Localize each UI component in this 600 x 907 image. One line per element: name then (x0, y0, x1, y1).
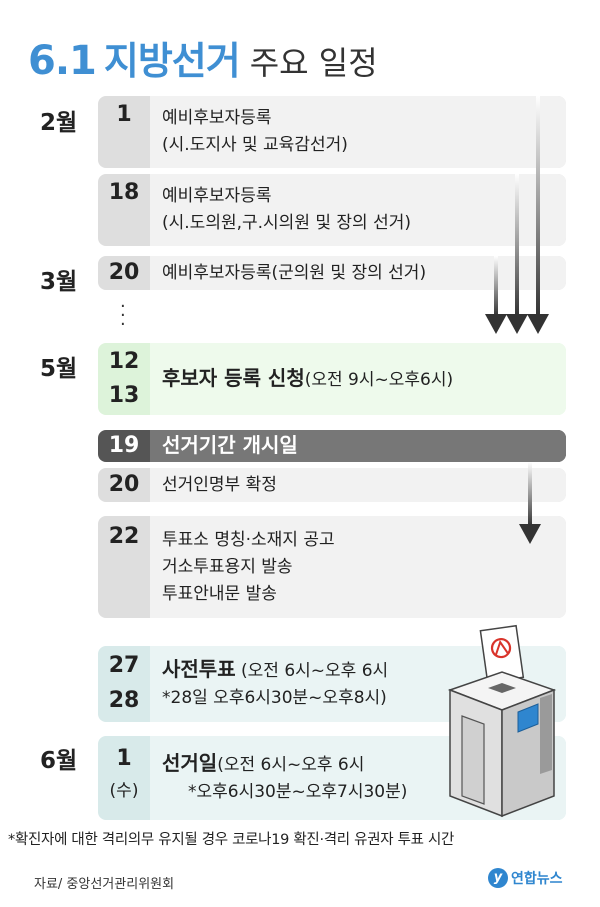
event-time: (오전 6시~오후 6시 (217, 755, 365, 775)
day-number: 28 (108, 688, 140, 713)
arrow-shaft (536, 96, 540, 316)
title-main: 지방선거 (103, 39, 241, 83)
event-note: *28일 오후6시30분~오후8시) (162, 688, 387, 708)
month-feb: 2월 (40, 110, 78, 136)
down-arrow-icon (506, 314, 528, 334)
event-title: 사전투표 (162, 657, 236, 681)
source-credit: 자료/ 중앙선거관리위원회 (34, 877, 175, 892)
logo-text: 연합뉴스 (511, 871, 563, 887)
day-number: 13 (108, 383, 140, 408)
day-number: 22 (108, 524, 140, 549)
down-arrow-icon (519, 524, 541, 544)
event-title: 후보자 등록 신청 (162, 365, 305, 390)
ballot-box-icon (447, 624, 557, 818)
event-time: (오전 6시~오후 6시 (235, 661, 389, 681)
event-line: 예비후보자등록(군의원 및 장의 선거) (162, 262, 427, 283)
event-line: 예비후보자등록 (162, 186, 272, 206)
schedule-row-may19: 19 선거기간 개시일 (98, 430, 566, 462)
event-line: 투표소 명칭·소재지 공고 (162, 529, 335, 550)
event-line: 선거인명부 확정 (162, 474, 277, 495)
event-time: (오전 9시~오후6시) (304, 369, 454, 390)
day-number: 1 (116, 102, 132, 127)
footnote: *확진자에 대한 격리의무 유지될 경우 코로나19 확진·격리 유권자 투표 … (8, 832, 455, 848)
schedule-row-may20: 20 선거인명부 확정 (98, 468, 566, 502)
down-arrow-icon (485, 314, 507, 334)
event-title: 선거일 (162, 751, 218, 775)
day-weekday: (수) (109, 781, 139, 801)
ellipsis-vertical: · · · (120, 296, 126, 335)
event-line: 거소투표용지 발송 (162, 556, 293, 577)
month-may: 5월 (40, 356, 78, 382)
day-number: 20 (108, 260, 140, 285)
day-number: 20 (108, 472, 140, 497)
title-sub: 주요 일정 (249, 44, 378, 82)
day-number: 27 (108, 653, 140, 678)
page-title: 6.1 지방선거 주요 일정 (28, 30, 378, 84)
event-note: *오후6시30분~오후7시30분) (188, 782, 408, 802)
arrow-shaft (528, 462, 532, 526)
day-number: 12 (108, 349, 140, 374)
day-number: 18 (108, 180, 140, 205)
yonhap-logo: y 연합뉴스 (488, 868, 563, 888)
month-jun: 6월 (40, 748, 78, 774)
day-number: 1 (116, 746, 132, 771)
day-number: 19 (108, 433, 140, 458)
schedule-row-feb1: 1 예비후보자등록 (시.도지사 및 교육감선거) (98, 96, 566, 168)
schedule-row-may12: 12 13 후보자 등록 신청(오전 9시~오후6시) (98, 343, 566, 415)
event-line: (시.도지사 및 교육감선거) (162, 135, 348, 155)
down-arrow-icon (527, 314, 549, 334)
title-number: 6.1 (28, 38, 97, 84)
schedule-row-feb18: 18 예비후보자등록 (시.도의원,구.시의원 및 장의 선거) (98, 174, 566, 246)
arrow-shaft (515, 174, 519, 316)
event-line: 예비후보자등록 (162, 108, 272, 128)
schedule-row-may22: 22 투표소 명칭·소재지 공고 거소투표용지 발송 투표안내문 발송 (98, 516, 566, 618)
month-mar: 3월 (40, 269, 78, 295)
logo-mark-icon: y (488, 868, 508, 888)
event-line: 투표안내문 발송 (162, 583, 277, 604)
arrow-shaft (494, 256, 498, 316)
event-line: (시.도의원,구.시의원 및 장의 선거) (162, 213, 412, 233)
event-title: 선거기간 개시일 (162, 432, 298, 457)
